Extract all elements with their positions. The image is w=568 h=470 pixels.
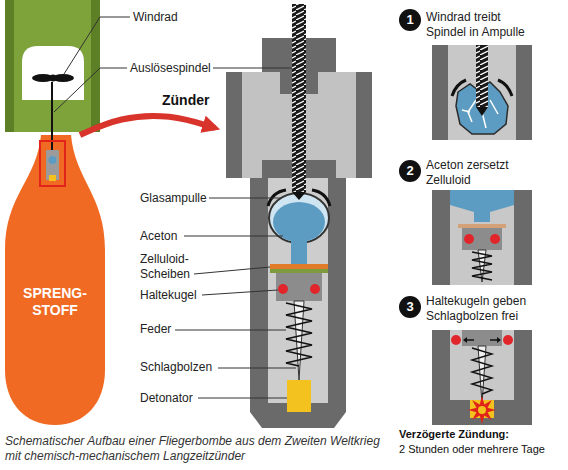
- spring: [286, 303, 312, 366]
- acetone-channel: [291, 241, 307, 264]
- celluloid-disc: [270, 264, 328, 269]
- part-label: Aceton: [140, 229, 200, 244]
- callout-number-text: 3: [399, 296, 421, 318]
- step-description: Windrad treibt Spindel in Ampulle: [426, 10, 544, 40]
- fuse-wall: [356, 72, 372, 178]
- step-panel: [432, 190, 532, 285]
- fuse-lower-body: [250, 178, 346, 412]
- step-panel: [432, 45, 532, 140]
- leader-line: [218, 368, 296, 369]
- bomb-tail-panel: [14, 0, 91, 132]
- part-label: Glasampulle: [140, 191, 220, 206]
- acetone-flow: [450, 190, 514, 222]
- step-panel: [432, 330, 532, 425]
- zoom-arrow: [80, 116, 215, 135]
- callout-circle: [399, 296, 421, 318]
- retaining-ball: [278, 284, 288, 294]
- fuse-wall: [226, 72, 242, 178]
- leader-line: [54, 68, 127, 112]
- section-heading: Zünder: [162, 92, 214, 109]
- part-label: Feder: [140, 322, 190, 337]
- note-text: 2 Stunden oder mehrere Tage: [399, 442, 559, 456]
- part-label: Auslösespindel: [130, 61, 220, 76]
- fuse-detail: Zünder: [215, 8, 377, 428]
- mini-detonator: [49, 175, 56, 181]
- retaining-ball: [451, 335, 461, 345]
- celluloid-disc: [270, 269, 328, 273]
- arrow-head: [463, 337, 467, 343]
- bomb-outline: [5, 135, 105, 425]
- retaining-ball: [503, 335, 513, 345]
- fill-label: SPRENG-STOFF: [17, 285, 93, 319]
- propeller-hub: [50, 75, 57, 82]
- mini-ampoule: [49, 156, 57, 164]
- retaining-ball: [490, 234, 500, 244]
- leader-line: [213, 68, 292, 69]
- step-description: Haltekugeln geben Schlagbolzen frei: [426, 294, 544, 324]
- leader-line: [64, 17, 130, 74]
- part-label: Windrad: [133, 10, 193, 25]
- step-panel-interior: [450, 190, 514, 285]
- trigger-spindle: [476, 45, 488, 107]
- callout-number: 2: [399, 160, 421, 182]
- step-description: Aceton zersetzt Zelluloid: [426, 158, 544, 188]
- callout-number: 3: [399, 296, 421, 318]
- spindle-shaft: [51, 82, 53, 150]
- part-label: Detonator: [140, 391, 210, 406]
- bomb-shape: [5, 135, 105, 425]
- leader-line: [202, 290, 278, 295]
- part-label: Zelluloid-Scheiben: [140, 252, 202, 282]
- pin-holder: [276, 273, 322, 301]
- leader-line: [209, 198, 281, 199]
- fuse-highlight-box: [40, 141, 65, 186]
- pin-holder: [462, 228, 502, 250]
- spindle-tip: [292, 192, 306, 200]
- leader-line: [194, 267, 270, 274]
- detonator: [287, 380, 311, 412]
- leader-line: [198, 398, 287, 399]
- figure-caption: Schematischer Aufbau einer Fliegerbombe …: [5, 434, 390, 464]
- leader-line: [184, 236, 283, 237]
- callout-circle: [399, 9, 421, 31]
- motion-arrow: [465, 339, 499, 341]
- retaining-ball: [310, 284, 320, 294]
- mini-fuse: [46, 150, 59, 180]
- spring: [472, 252, 492, 280]
- bomb-body: SPRENG-STOFF: [5, 135, 105, 425]
- spindle-tip: [476, 107, 488, 116]
- leader-line: [175, 330, 286, 331]
- part-label: Haltekugel: [140, 288, 210, 303]
- arrow-head: [497, 337, 501, 343]
- bomb-tail: [5, 0, 100, 132]
- step-panel-interior: [448, 45, 516, 140]
- callout-circle: [399, 160, 421, 182]
- edge-group: [80, 116, 215, 135]
- retaining-ball: [464, 234, 474, 244]
- note-heading: Verzögerte Zündung:: [399, 427, 559, 441]
- trigger-spindle: [292, 4, 306, 192]
- callout-number: 1: [399, 9, 421, 31]
- spring: [472, 348, 492, 394]
- fuse-bottom: [250, 412, 346, 428]
- dissolving-celluloid: [458, 224, 506, 228]
- explosion-core: [478, 406, 486, 414]
- pin-holder: [462, 330, 502, 346]
- callout-number-text: 1: [399, 9, 421, 31]
- explosion-star: [468, 396, 496, 424]
- part-label: Schlagbolzen: [140, 360, 225, 375]
- callout-number-text: 2: [399, 160, 421, 182]
